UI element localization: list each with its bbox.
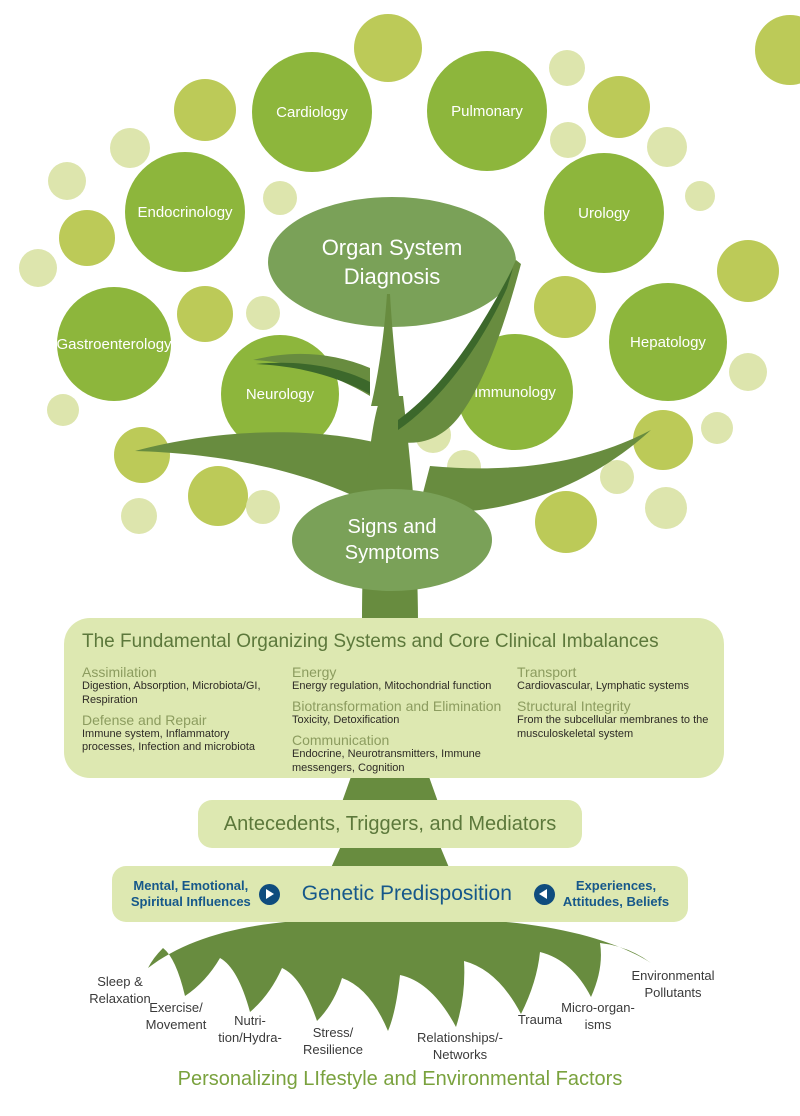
imbalance-body: Digestion, Absorption, Microbiota/GI, Re…	[82, 680, 261, 706]
leaf-circle	[47, 394, 79, 426]
leaf-circle	[534, 276, 596, 338]
leaf-circle	[647, 127, 687, 167]
leaf-circle	[633, 410, 693, 470]
organ-circle-urology: Urology	[544, 153, 664, 273]
leaf-circle	[177, 286, 233, 342]
imbalance-body: From the subcellular membranes to the mu…	[517, 713, 709, 740]
imbalances-box-title: The Fundamental Organizing Systems and C…	[82, 631, 659, 652]
core-clinical-imbalances-box: The Fundamental Organizing Systems and C…	[64, 618, 724, 778]
leaf-circle	[174, 79, 236, 141]
leaf-circle	[550, 122, 586, 158]
organ-circle-hepatology: Hepatology	[609, 283, 727, 401]
organ-circle-cardiology: Cardiology	[252, 52, 372, 172]
imbalance-heading: Energy	[292, 664, 337, 680]
leaf-circle	[19, 249, 57, 287]
right-branch	[418, 430, 651, 513]
leaf-circle	[600, 460, 634, 494]
organ-circle-gastroenterology: Gastroenterology	[56, 287, 172, 401]
root-label: Stress/ Resilience	[303, 1025, 363, 1057]
signs-and-symptoms-ellipse: Signs and Symptoms	[292, 489, 492, 591]
root-crown	[148, 919, 651, 1031]
imbalance-body: Immune system, Inflammatory processes, I…	[82, 727, 256, 754]
root-label: Sleep & Relaxation	[89, 974, 151, 1006]
imbalance-heading: Assimilation	[82, 664, 157, 680]
imbalance-body: Toxicity, Detoxification	[292, 713, 400, 726]
leaf-circle	[263, 181, 297, 215]
imbalance-body: Energy regulation, Mitochondrial functio…	[292, 680, 492, 693]
arrow-right-icon	[258, 883, 280, 905]
leaf-circle	[645, 487, 687, 529]
organ-circle-endocrinology: Endocrinology	[125, 152, 245, 272]
trunk-connector-lower	[330, 846, 450, 870]
mental-emotional-spiritual-label: Mental, Emotional, Spiritual Influences	[130, 877, 251, 909]
leaf-circle	[729, 353, 767, 391]
leaf-circle	[59, 210, 115, 266]
footer-title: Personalizing LIfestyle and Environmenta…	[177, 1068, 623, 1090]
arrow-left-icon	[533, 883, 555, 905]
leaf-circle	[246, 490, 280, 524]
experiences-attitudes-beliefs-label: Experiences, Attitudes, Beliefs	[562, 877, 670, 909]
small-left-branch-shadow	[256, 362, 370, 394]
leaf-circle	[535, 491, 597, 553]
arrow-left-triangle	[539, 889, 548, 899]
upper-right-prong-shadow	[398, 268, 513, 430]
leaf-circle	[121, 498, 157, 534]
arrow-right-triangle	[266, 889, 275, 899]
leaf-circle	[188, 466, 248, 526]
imbalance-body: Endocrine, Neurotransmitters, Immune mes…	[292, 747, 481, 774]
trunk-connector-upper	[342, 774, 438, 802]
leaf-circle	[354, 14, 422, 82]
root-label: Nutri- tion/Hydra-	[218, 1013, 282, 1045]
antecedents-triggers-mediators-box: Antecedents, Triggers, and Mediators	[198, 800, 582, 848]
root-label: Micro-organ- isms	[561, 1000, 635, 1032]
leaf-circle	[685, 181, 715, 211]
left-branch	[135, 432, 378, 508]
root-label: Relationships/- Networks	[417, 1030, 503, 1062]
leaf-circle	[48, 162, 86, 200]
imbalance-heading: Communication	[292, 731, 390, 748]
root-label: Exercise/ Movement	[145, 1000, 207, 1032]
leaf-circle	[114, 427, 170, 483]
leaf-circle	[549, 50, 585, 86]
small-left-branch	[253, 353, 370, 396]
genetic-predisposition-box: Mental, Emotional, Spiritual Influences …	[112, 866, 688, 922]
leaf-circle	[717, 240, 779, 302]
organ-system-diagnosis-ellipse: Organ System Diagnosis	[268, 197, 516, 327]
imbalance-body: Cardiovascular, Lymphatic systems	[517, 680, 689, 693]
genetic-predisposition-label: Genetic Predisposition	[301, 882, 512, 905]
root-label: Trauma	[517, 1012, 563, 1027]
imbalance-heading: Biotransformation and Elimination	[292, 697, 502, 714]
leaf-circle	[588, 76, 650, 138]
imbalance-heading: Defense and Repair	[82, 711, 207, 728]
leaf-circle	[246, 296, 280, 330]
organ-circle-pulmonary: Pulmonary	[427, 51, 547, 171]
root-label: Environmental Pollutants	[631, 968, 715, 1000]
antecedents-label: Antecedents, Triggers, and Mediators	[223, 812, 557, 835]
leaf-circle	[110, 128, 150, 168]
upper-left-prong	[371, 294, 400, 406]
imbalance-heading: Structural Integrity	[517, 697, 631, 714]
imbalance-heading: Transport	[517, 664, 577, 680]
leaf-circle	[701, 412, 733, 444]
